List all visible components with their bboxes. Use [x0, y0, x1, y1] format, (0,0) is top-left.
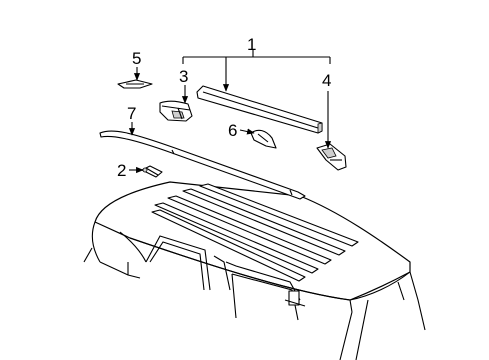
leader-lines — [128, 50, 332, 174]
callout-3: 3 — [179, 67, 188, 86]
part-1-roof-rail — [196, 85, 323, 134]
vehicle-roof-body — [83, 181, 426, 360]
callout-6: 6 — [228, 121, 237, 140]
callout-7: 7 — [127, 104, 136, 123]
callout-4: 4 — [322, 71, 331, 90]
part-4-rear-support — [316, 143, 347, 171]
callout-5: 5 — [132, 49, 141, 68]
part-2-fastener — [141, 165, 163, 178]
roof-grooves — [151, 183, 359, 282]
part-7-roof-molding — [99, 130, 306, 200]
callout-1: 1 — [247, 35, 256, 54]
part-6-cover — [250, 129, 277, 149]
callout-2: 2 — [117, 161, 126, 180]
part-5-cap — [117, 79, 153, 89]
part-3-front-support — [159, 100, 193, 122]
